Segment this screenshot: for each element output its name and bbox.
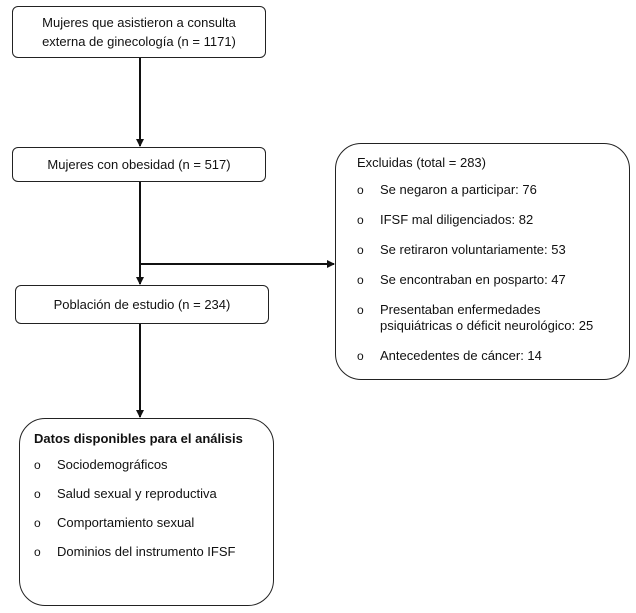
excluded-title: Excluidas (total = 283) (357, 155, 486, 170)
excluded-item: o Antecedentes de cáncer: 14 (357, 348, 629, 364)
excluded-item-label: Se encontraban en posparto: 47 (380, 272, 566, 287)
excluded-item-label: IFSF mal diligenciados: 82 (380, 212, 534, 227)
available-data-title: Datos disponibles para el análisis (34, 431, 243, 446)
hollow-circle-bullet-icon: o (34, 545, 41, 559)
available-data-item: o Comportamiento sexual (34, 515, 273, 531)
available-data-list: o Sociodemográficos o Salud sexual y rep… (34, 457, 273, 560)
available-data-item: o Dominios del instrumento IFSF (34, 544, 273, 560)
excluded-item: o Se negaron a participar: 76 (357, 182, 629, 198)
total-women-line2: externa de ginecología (n = 1171) (42, 34, 236, 49)
excluded-list: o Se negaron a participar: 76 o IFSF mal… (357, 182, 629, 364)
excluded-item-label: psiquiátricas o déficit neurológico: 25 (380, 318, 594, 333)
obesity-women-box: Mujeres con obesidad (n = 517) (12, 147, 266, 182)
available-data-item-label: Comportamiento sexual (57, 515, 195, 530)
available-data-item-label: Salud sexual y reproductiva (57, 486, 217, 501)
obesity-women-label: Mujeres con obesidad (n = 517) (47, 157, 231, 172)
hollow-circle-bullet-icon: o (34, 487, 41, 501)
hollow-circle-bullet-icon: o (357, 303, 364, 317)
hollow-circle-bullet-icon: o (357, 213, 364, 227)
available-data-box: Datos disponibles para el análisis o Soc… (19, 418, 274, 606)
hollow-circle-bullet-icon: o (357, 243, 364, 257)
study-population-box: Población de estudio (n = 234) (15, 285, 269, 324)
excluded-item: o Se retiraron voluntariamente: 53 (357, 242, 629, 258)
excluded-item: o IFSF mal diligenciados: 82 (357, 212, 629, 228)
total-women-line1: Mujeres que asistieron a consulta (42, 15, 236, 30)
excluded-box: Excluidas (total = 283) o Se negaron a p… (335, 143, 630, 380)
available-data-item: o Salud sexual y reproductiva (34, 486, 273, 502)
available-data-item-label: Sociodemográficos (57, 457, 168, 472)
available-data-item: o Sociodemográficos (34, 457, 273, 473)
hollow-circle-bullet-icon: o (357, 273, 364, 287)
excluded-item-label: Antecedentes de cáncer: 14 (380, 348, 542, 363)
hollow-circle-bullet-icon: o (357, 349, 364, 363)
excluded-item: o Presentaban enfermedades psiquiátricas… (357, 302, 629, 334)
excluded-item-label: Presentaban enfermedades (380, 302, 541, 317)
excluded-item: o Se encontraban en posparto: 47 (357, 272, 629, 288)
excluded-item-label: Se negaron a participar: 76 (380, 182, 537, 197)
total-women-box: Mujeres que asistieron a consulta extern… (12, 6, 266, 58)
hollow-circle-bullet-icon: o (34, 516, 41, 530)
excluded-item-label: Se retiraron voluntariamente: 53 (380, 242, 566, 257)
hollow-circle-bullet-icon: o (357, 183, 364, 197)
available-data-item-label: Dominios del instrumento IFSF (57, 544, 236, 559)
study-population-label: Población de estudio (n = 234) (53, 297, 231, 312)
hollow-circle-bullet-icon: o (34, 458, 41, 472)
